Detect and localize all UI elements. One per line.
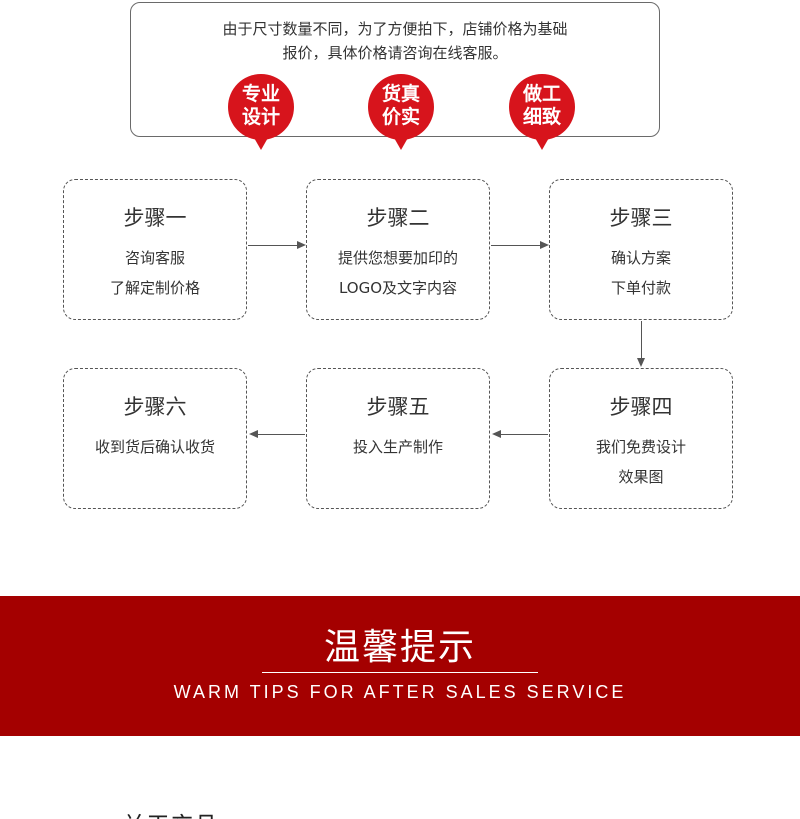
- step-desc-line-1: 投入生产制作: [352, 438, 443, 456]
- warm-tips-banner: 温馨提示 WARM TIPS FOR AFTER SALES SERVICE: [0, 596, 800, 736]
- step-desc-line-1: 收到货后确认收货: [94, 438, 215, 456]
- badge-circle: [228, 74, 294, 140]
- arrow-left-icon: [492, 430, 501, 438]
- badge-line-2: 设计: [241, 106, 280, 128]
- step-5-box: 步骤五 投入生产制作: [306, 368, 490, 509]
- step-desc-line-1: 我们免费设计: [595, 438, 686, 456]
- arrow-line: [491, 245, 541, 246]
- arrow-line: [641, 321, 642, 359]
- step-title: 步骤二: [366, 206, 430, 230]
- badge-text: 做工 细致: [509, 83, 575, 129]
- arrow-right-icon: [297, 241, 306, 249]
- step-title: 步骤六: [123, 395, 187, 419]
- banner-divider: [262, 672, 538, 673]
- banner-title: 温馨提示: [323, 627, 476, 668]
- arrow-line: [258, 434, 305, 435]
- badge-circle: [368, 74, 434, 140]
- badge-text: 专业 设计: [228, 83, 294, 129]
- arrow-left-icon: [249, 430, 258, 438]
- step-desc-line-1: 咨询客服: [124, 249, 185, 267]
- step-title: 步骤四: [609, 395, 673, 419]
- arrow-line: [501, 434, 548, 435]
- section-heading: 关于产品: [122, 806, 218, 819]
- step-desc-line-1: 提供您想要加印的: [337, 249, 458, 267]
- step-title: 步骤一: [123, 206, 187, 230]
- arrow-line: [248, 245, 298, 246]
- badge-text: 货真 价实: [368, 83, 434, 129]
- step-3-box: 步骤三 确认方案 下单付款: [549, 179, 733, 320]
- badge-line-1: 货真: [381, 83, 420, 105]
- step-6-box: 步骤六 收到货后确认收货: [63, 368, 247, 509]
- badge-line-2: 细致: [522, 106, 561, 128]
- badge-circle: [509, 74, 575, 140]
- badge-genuine-goods: 货真 价实: [368, 74, 434, 150]
- arrow-down-icon: [637, 358, 645, 367]
- arrow-right-icon: [540, 241, 549, 249]
- price-notice-text: 由于尺寸数量不同，为了方便拍下，店铺价格为基础 报价，具体价格请咨询在线客服。: [131, 17, 659, 65]
- step-desc-line-2: 下单付款: [610, 279, 671, 297]
- notice-line-1: 由于尺寸数量不同，为了方便拍下，店铺价格为基础: [222, 20, 568, 38]
- step-title: 步骤五: [366, 395, 430, 419]
- step-desc-line-2: 效果图: [618, 468, 664, 486]
- step-desc-line-1: 确认方案: [610, 249, 671, 267]
- step-desc-line-2: LOGO及文字内容: [338, 279, 458, 297]
- badge-professional-design: 专业 设计: [228, 74, 294, 150]
- badge-line-1: 专业: [241, 83, 280, 105]
- step-1-box: 步骤一 咨询客服 了解定制价格: [63, 179, 247, 320]
- badge-line-1: 做工: [522, 83, 561, 105]
- step-title: 步骤三: [609, 206, 673, 230]
- step-4-box: 步骤四 我们免费设计 效果图: [549, 368, 733, 509]
- badge-line-2: 价实: [381, 106, 420, 128]
- badge-fine-workmanship: 做工 细致: [509, 74, 575, 150]
- banner-subtitle: WARM TIPS FOR AFTER SALES SERVICE: [173, 682, 627, 702]
- step-2-box: 步骤二 提供您想要加印的 LOGO及文字内容: [306, 179, 490, 320]
- notice-line-2: 报价，具体价格请咨询在线客服。: [282, 44, 508, 62]
- step-desc-line-2: 了解定制价格: [109, 279, 200, 297]
